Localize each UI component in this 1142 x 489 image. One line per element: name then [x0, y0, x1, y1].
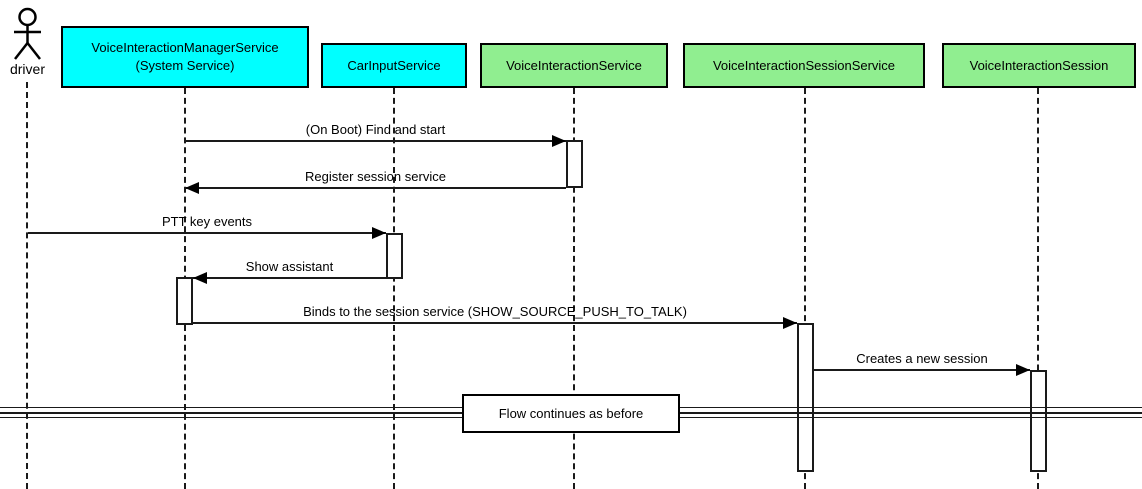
activation-voiceinteractionmanagerservice [176, 277, 193, 325]
participant-label: VoiceInteractionManagerService (System S… [91, 40, 279, 73]
activation-voiceinteractionsession [1030, 370, 1047, 472]
participant-box-voiceinteractionsessionservice: VoiceInteractionSessionService [683, 43, 925, 88]
lifeline-carinputservice [393, 88, 395, 489]
activation-voiceinteractionservice [566, 140, 583, 188]
participant-label: VoiceInteractionService [506, 57, 642, 73]
activation-voiceinteractionsessionservice [797, 323, 814, 472]
lifeline-voiceinteractionservice [573, 88, 575, 489]
lifeline-driver [26, 82, 28, 489]
arrowhead-icon [372, 227, 386, 239]
actor-icon [14, 7, 41, 60]
message-label: Register session service [305, 169, 446, 184]
actor-label: driver [9, 61, 45, 77]
participant-box-carinputservice: CarInputService [321, 43, 467, 88]
lifeline-voiceinteractionsession [1037, 88, 1039, 489]
message-register-session-service: Register session service [185, 169, 566, 194]
divider-label: Flow continues as before [498, 406, 644, 421]
message-ptt-key-events: PTT key events [28, 214, 386, 239]
message-label: (On Boot) Find and start [305, 122, 446, 137]
participant-box-voiceinteractionservice: VoiceInteractionService [480, 43, 668, 88]
arrowhead-icon [552, 135, 566, 147]
message-label: PTT key events [161, 214, 253, 229]
participant-box-voiceinteractionmanagerservice: VoiceInteractionManagerService (System S… [61, 26, 309, 88]
participant-box-voiceinteractionsession: VoiceInteractionSession [942, 43, 1136, 88]
participant-label: CarInputService [347, 57, 441, 73]
message-on-boot-find-and-start: (On Boot) Find and start [185, 122, 566, 147]
message-creates-a-new-session: Creates a new session [814, 351, 1030, 376]
message-binds-to-session-service: Binds to the session service (SHOW_SOURC… [193, 304, 797, 329]
message-label: Show assistant [245, 259, 334, 274]
message-show-assistant: Show assistant [193, 259, 386, 284]
activation-carinputservice [386, 233, 403, 279]
arrowhead-icon [1016, 364, 1030, 376]
participant-label: VoiceInteractionSession [969, 57, 1109, 73]
participant-label: VoiceInteractionSessionService [712, 57, 896, 73]
message-label: Binds to the session service (SHOW_SOURC… [303, 304, 687, 319]
lifeline-voiceinteractionsessionservice [804, 88, 806, 489]
divider-label-box: Flow continues as before [462, 394, 680, 433]
arrowhead-icon [185, 182, 199, 194]
arrowhead-icon [193, 272, 207, 284]
message-label: Creates a new session [856, 351, 988, 366]
arrowhead-icon [783, 317, 797, 329]
